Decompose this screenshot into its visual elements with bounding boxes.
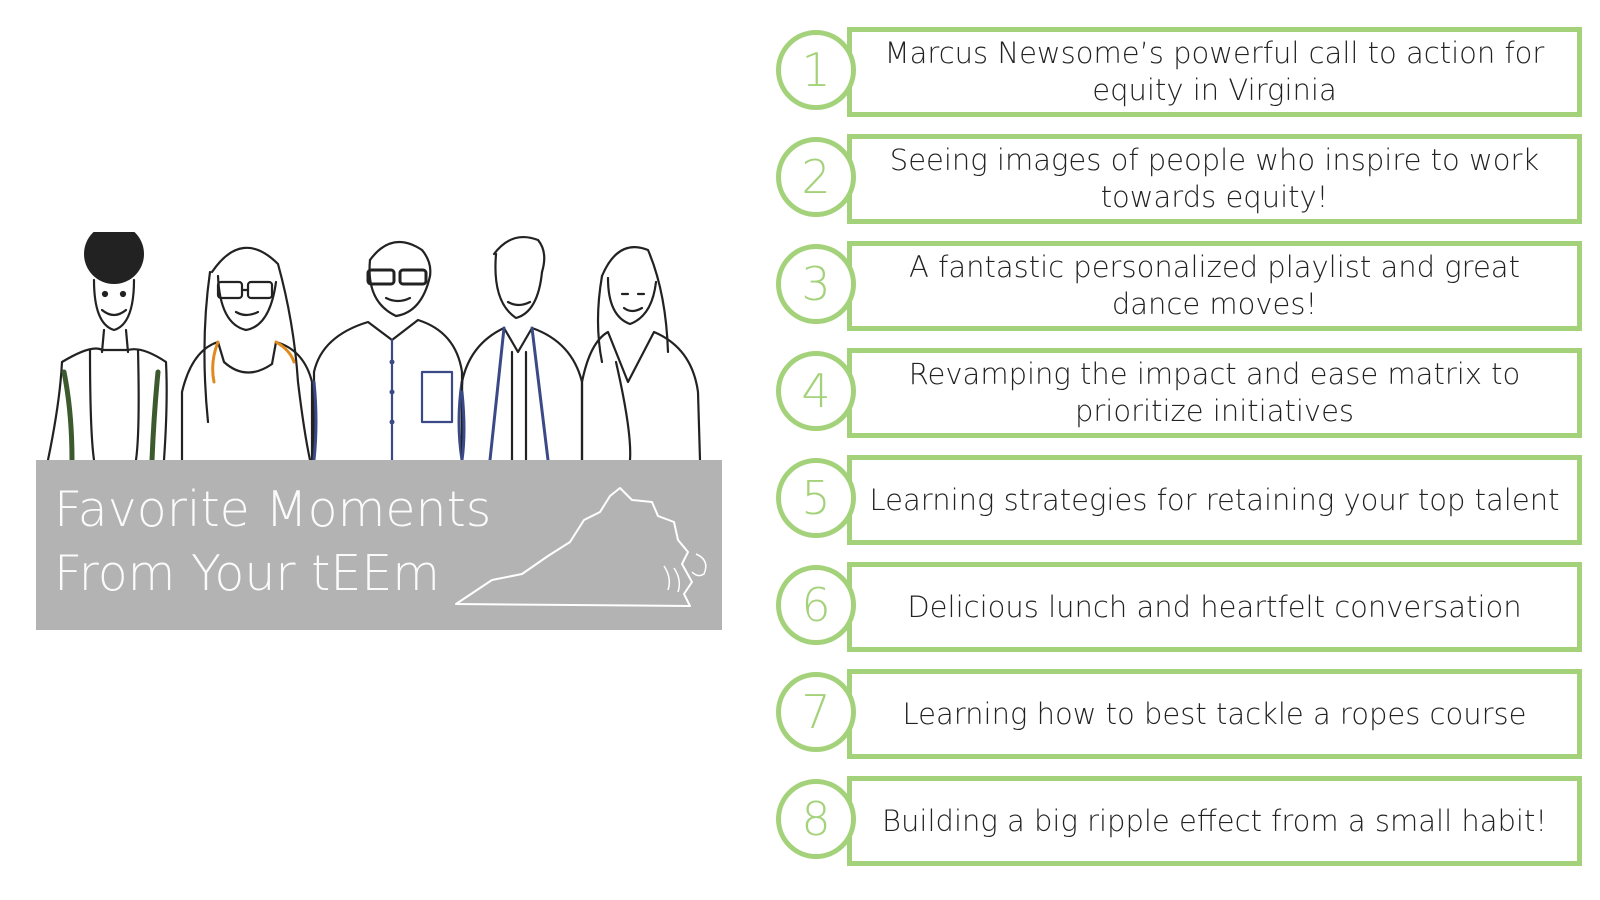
- moment-item-7: 7 Learning how to best tackle a ropes co…: [776, 669, 1586, 759]
- moment-item-2: 2 Seeing images of people who inspire to…: [776, 134, 1586, 224]
- moment-number-badge: 8: [776, 779, 856, 859]
- moment-text: Marcus Newsome’s powerful call to action…: [847, 27, 1582, 117]
- title-line-1: Favorite Moments: [54, 481, 492, 538]
- moment-item-6: 6 Delicious lunch and heartfelt conversa…: [776, 562, 1586, 652]
- moment-item-3: 3 A fantastic personalized playlist and …: [776, 241, 1586, 331]
- person-1: [46, 232, 168, 460]
- moment-item-4: 4 Revamping the impact and ease matrix t…: [776, 348, 1586, 438]
- moment-item-5: 5 Learning strategies for retaining your…: [776, 455, 1586, 545]
- person-3: [312, 240, 464, 460]
- team-portrait-illustration-icon: [46, 232, 702, 460]
- title-panel: Favorite Moments From Your tEEm: [36, 460, 722, 630]
- moment-text: Learning how to best tackle a ropes cour…: [847, 669, 1582, 759]
- moment-text: Revamping the impact and ease matrix to …: [847, 348, 1582, 438]
- team-illustration: [42, 232, 722, 460]
- moment-number-badge: 7: [776, 672, 856, 752]
- page-title: Favorite Moments From Your tEEm: [54, 478, 491, 606]
- moment-number-badge: 1: [776, 30, 856, 110]
- moment-number-badge: 2: [776, 137, 856, 217]
- moment-text: Learning strategies for retaining your t…: [847, 455, 1582, 545]
- moment-number-badge: 6: [776, 565, 856, 645]
- moment-text: Delicious lunch and heartfelt conversati…: [847, 562, 1582, 652]
- moment-text: A fantastic personalized playlist and gr…: [847, 241, 1582, 331]
- moment-number-badge: 4: [776, 351, 856, 431]
- virginia-outline-icon: [452, 482, 722, 607]
- moment-text: Building a big ripple effect from a smal…: [847, 776, 1582, 866]
- moment-number-badge: 5: [776, 458, 856, 538]
- person-4: [460, 236, 584, 460]
- moment-item-8: 8 Building a big ripple effect from a sm…: [776, 776, 1586, 866]
- person-5: [580, 246, 702, 460]
- moment-number-badge: 3: [776, 244, 856, 324]
- title-line-2: From Your tEEm: [54, 545, 441, 602]
- moment-text: Seeing images of people who inspire to w…: [847, 134, 1582, 224]
- moment-item-1: 1 Marcus Newsome’s powerful call to acti…: [776, 27, 1586, 117]
- person-2: [180, 246, 314, 460]
